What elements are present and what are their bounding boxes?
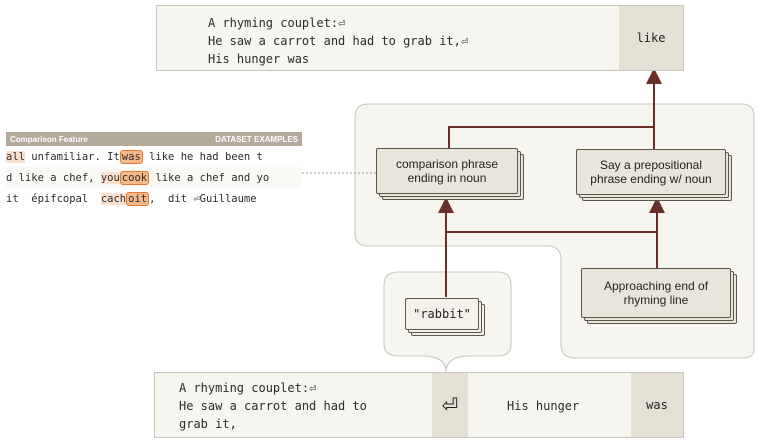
top-prompt-line: His hunger was [208, 52, 310, 66]
node-prepositional-phrase[interactable]: Say a prepositional phrase ending w/ nou… [576, 149, 732, 201]
bottom-prompt-line: grab it, [179, 417, 237, 431]
top-prompt-text: A rhyming couplet:⏎ He saw a carrot and … [208, 14, 468, 68]
top-prompt-box: A rhyming couplet:⏎ He saw a carrot and … [156, 5, 684, 71]
newline-token[interactable]: ⏎ [432, 373, 468, 437]
row-text: d like a chef, [6, 171, 101, 184]
bottom-prompt-line: He saw a carrot and had to [179, 399, 367, 413]
node-rabbit[interactable]: "rabbit" [405, 298, 485, 336]
top-prompt-line: A rhyming couplet:⏎ [208, 16, 346, 30]
row-soft-highlight: you [100, 171, 120, 184]
dataset-examples-panel: Comparison Feature DATASET EXAMPLES all … [6, 132, 302, 214]
panel-header: Comparison Feature DATASET EXAMPLES [6, 132, 302, 146]
top-prompt-line: He saw a carrot and had to grab it,⏎ [208, 34, 469, 48]
node-label: Approaching end of rhyming line [581, 268, 731, 318]
bottom-prompt-bar: A rhyming couplet:⏎ He saw a carrot and … [154, 372, 684, 438]
row-text: like a chef and yo [149, 171, 270, 184]
bottom-prompt-line: A rhyming couplet:⏎ [179, 381, 317, 395]
output-token-like: like [619, 6, 683, 70]
his-hunger-token[interactable]: His hunger [507, 399, 580, 413]
was-token[interactable]: was [631, 373, 683, 437]
row-soft-highlight: all [6, 150, 25, 163]
node-label: "rabbit" [405, 298, 479, 330]
row-text: unfamiliar. It [24, 150, 120, 163]
panel-subtitle: DATASET EXAMPLES [215, 134, 298, 144]
enter-icon: ⏎ [441, 393, 459, 417]
panel-title: Comparison Feature [10, 134, 88, 144]
node-approaching-end[interactable]: Approaching end of rhyming line [581, 268, 737, 324]
node-comparison-phrase[interactable]: comparison phrase ending in noun [376, 148, 524, 200]
row-strong-highlight: was [119, 149, 143, 164]
node-label: Say a prepositional phrase ending w/ nou… [576, 149, 726, 195]
row-soft-highlight: cach [100, 192, 127, 205]
row-strong-highlight: cook [119, 170, 150, 185]
bottom-prompt-text: A rhyming couplet:⏎ He saw a carrot and … [179, 379, 367, 433]
row-strong-highlight: oit [126, 191, 150, 206]
node-label: comparison phrase ending in noun [376, 148, 518, 194]
row-text: , dit ⏎Guillaume [149, 192, 257, 205]
row-text: it épifcopal [6, 192, 101, 205]
row-text: like he had been t [142, 150, 263, 163]
